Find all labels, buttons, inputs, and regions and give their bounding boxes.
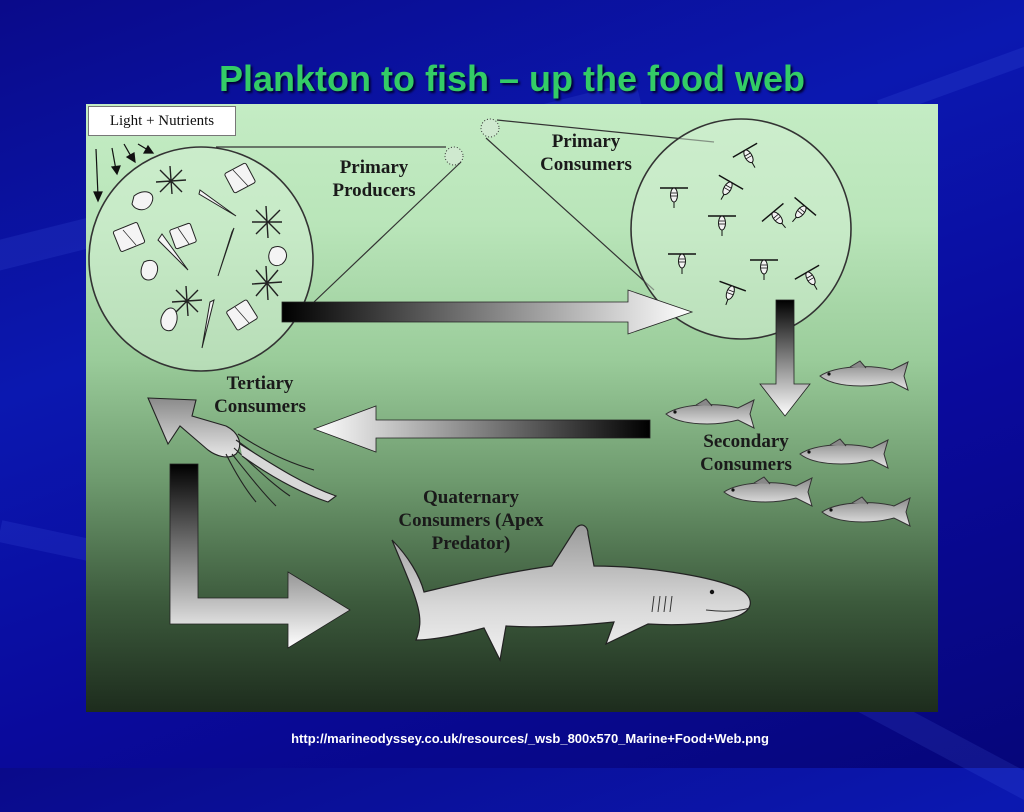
primary-producers-label: Primary Producers (332, 157, 416, 201)
quaternary-consumers-label: Quaternary Consumers (Apex Predator) (398, 487, 544, 554)
primary-consumers-circle (630, 118, 852, 340)
source-url: http://marineodyssey.co.uk/resources/_ws… (291, 731, 769, 746)
shark (391, 524, 751, 662)
slide-title: Plankton to fish – up the food web (219, 58, 805, 99)
light-nutrients-label: Light + Nutrients (88, 106, 236, 136)
producer-speck (444, 146, 464, 166)
phytoplankton-cluster (112, 162, 287, 349)
star-diatoms (155, 165, 283, 317)
consumer-speck (480, 118, 500, 138)
arrow-tertiary-to-apex (169, 463, 351, 649)
arrow-consumers-to-secondary (759, 299, 811, 417)
squid (147, 397, 338, 507)
arrow-producers-to-consumers (281, 289, 694, 335)
primary-consumers-label: Primary Consumers (540, 131, 632, 175)
food-web-diagram: Light + Nutrients Primary Producers Prim… (86, 104, 938, 712)
tertiary-consumers-label: Tertiary Consumers (214, 373, 306, 417)
light-ray-arrows (93, 143, 155, 203)
arrow-secondary-to-tertiary (312, 405, 651, 453)
secondary-consumers-label: Secondary Consumers (700, 431, 792, 475)
